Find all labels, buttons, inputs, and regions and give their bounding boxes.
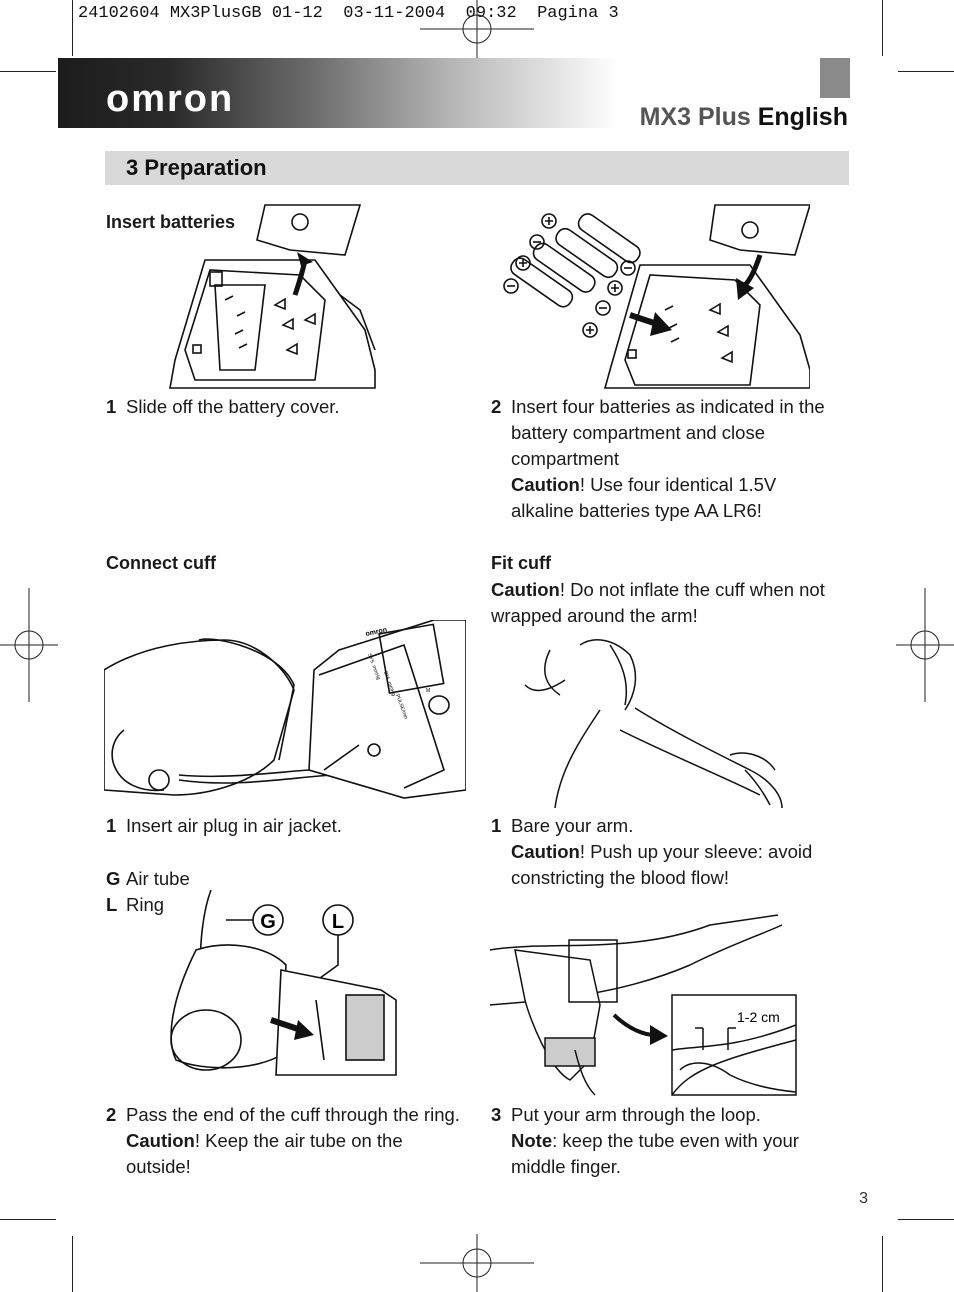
model-name: MX3 Plus — [639, 103, 751, 131]
model-title: MX3 Plus English — [640, 103, 848, 132]
crop-mark — [72, 0, 73, 56]
fit-cuff-caution: Caution! Do not inflate the cuff when no… — [491, 577, 851, 629]
step-text: Insert air plug in air jacket. — [126, 815, 342, 836]
crop-mark — [898, 1219, 954, 1220]
registration-mark-icon — [0, 588, 58, 702]
bare-arm-illustration — [524, 639, 783, 808]
caution-text: ! Use four identical 1.5V — [579, 474, 777, 495]
connect-cuff-illustration: omron SYS. mmHg DIA. mmHg PULSE/min M — [104, 620, 466, 799]
caution-text: constricting the blood flow! — [511, 867, 730, 888]
step-number: 1 — [106, 815, 117, 836]
step-number: 2 — [106, 1104, 117, 1125]
step-slide-off-cover: 1 Slide off the battery cover. — [106, 394, 340, 420]
crop-mark — [898, 71, 954, 72]
omron-logo: omron — [106, 78, 235, 120]
caution-text: alkaline batteries type AA LR6! — [511, 500, 762, 521]
step-bare-arm: 1 Bare your arm. Caution! Push up your sl… — [491, 813, 849, 891]
cuff-through-ring-illustration: G L — [170, 890, 397, 1076]
note-text: : keep the tube even with your — [552, 1130, 799, 1151]
label-g: G — [260, 911, 276, 933]
legend-text: Air tube — [126, 868, 190, 889]
step-text: Bare your arm. — [511, 815, 634, 836]
legend-text: Ring — [126, 894, 165, 915]
step-number: 1 — [491, 815, 502, 836]
step-pass-through-ring: 2 Pass the end of the cuff through the ri… — [106, 1102, 476, 1180]
arm-through-loop-illustration: 1-2 cm — [490, 914, 797, 1096]
fit-cuff-heading: Fit cuff — [491, 553, 551, 573]
legend-letter: L — [106, 894, 118, 915]
crop-mark — [72, 1236, 73, 1292]
connect-cuff-heading: Connect cuff — [106, 553, 216, 573]
note-label: Note — [511, 1130, 553, 1151]
step-text: compartment — [511, 448, 619, 469]
caution-text: ! Do not inflate the cuff when not — [559, 579, 825, 600]
crop-mark — [882, 0, 883, 56]
step-number: 2 — [491, 396, 502, 417]
section-title: 3 Preparation — [126, 155, 267, 180]
step-text: battery compartment and close — [511, 422, 765, 443]
step-text: Put your arm through the loop. — [511, 1104, 761, 1125]
legend-letter: G — [106, 868, 121, 889]
insert-batteries-heading: Insert batteries — [106, 212, 236, 232]
caution-text: outside! — [126, 1156, 191, 1177]
registration-mark-icon — [420, 1234, 534, 1292]
step-text: Pass the end of the cuff through the rin… — [126, 1104, 460, 1125]
crop-mark — [882, 1236, 883, 1292]
note-text: middle finger. — [511, 1156, 622, 1177]
registration-mark-icon — [896, 588, 954, 702]
crop-mark — [0, 71, 56, 72]
caution-text: ! Keep the air tube on the — [194, 1130, 403, 1151]
crop-mark — [0, 1219, 56, 1220]
device-brand-label: omron — [365, 627, 388, 638]
caution-text: wrapped around the arm! — [491, 605, 698, 626]
insert-batteries-illustration — [503, 204, 810, 389]
step-insert-air-plug: 1 Insert air plug in air jacket. — [106, 813, 342, 839]
legend-ring: L Ring — [106, 892, 164, 918]
step-number: 3 — [491, 1104, 502, 1125]
registration-mark-icon — [420, 0, 534, 58]
language-label: English — [757, 103, 848, 131]
device-memory-label: M — [426, 688, 430, 694]
page-number: 3 — [859, 1190, 868, 1207]
label-l: L — [332, 911, 344, 933]
caution-label: Caution — [126, 1130, 195, 1151]
step-insert-four-batteries: 2 Insert four batteries as indicated in t… — [491, 394, 849, 524]
page-tab-marker — [820, 58, 850, 98]
section-bar — [105, 151, 849, 185]
step-text: Insert four batteries as indicated in th… — [511, 396, 825, 417]
step-text: Slide off the battery cover. — [126, 396, 340, 417]
step-number: 1 — [106, 396, 117, 417]
header-band — [58, 58, 618, 128]
measurement-label: 1-2 cm — [737, 1009, 780, 1025]
print-job-header: 24102604 MX3PlusGB 01-12 03-11-2004 09:3… — [78, 4, 619, 23]
caution-text: ! Push up your sleeve: avoid — [579, 841, 813, 862]
battery-cover-removal-illustration — [169, 204, 376, 389]
step-arm-through-loop: 3 Put your arm through the loop. Note: ke… — [491, 1102, 849, 1180]
caution-label: Caution — [491, 579, 560, 600]
caution-label: Caution — [511, 841, 580, 862]
caution-label: Caution — [511, 474, 580, 495]
